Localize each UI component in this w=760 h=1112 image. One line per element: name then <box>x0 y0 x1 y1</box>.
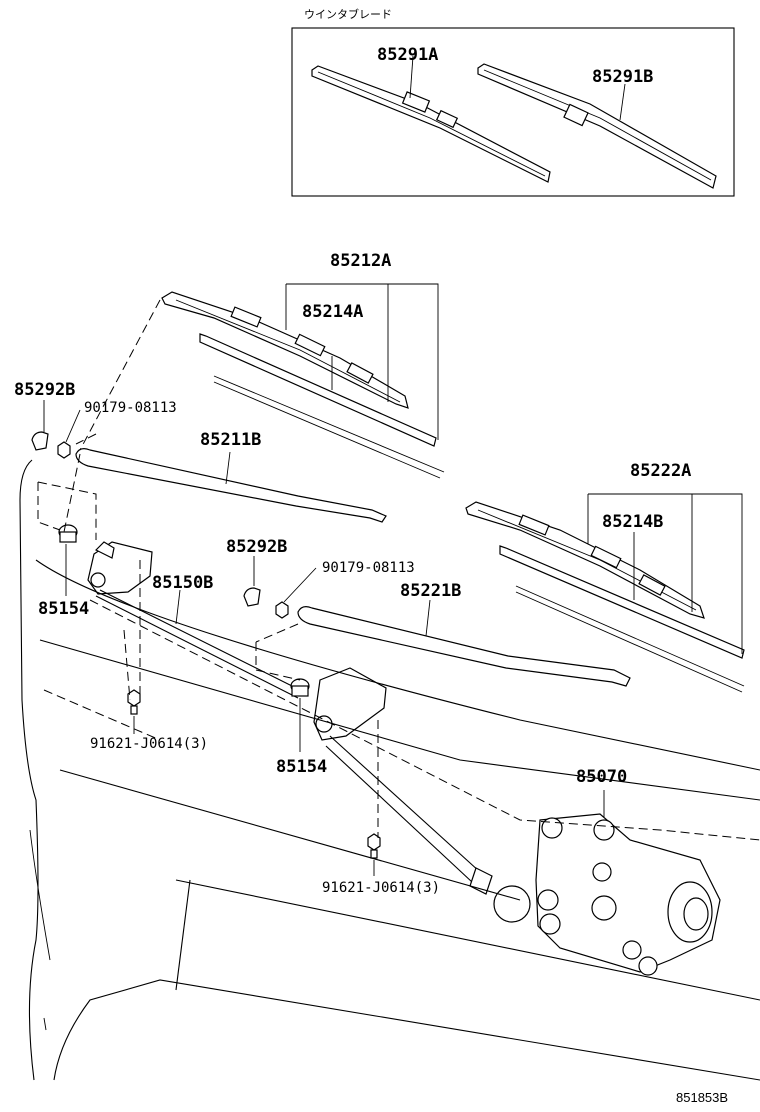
label-85154-left: 85154 <box>38 599 89 619</box>
nut-right <box>275 567 317 619</box>
label-85211b: 85211B <box>200 430 261 450</box>
wiper-motor <box>493 790 721 976</box>
wiper-blade-assy-b <box>465 501 745 693</box>
label-90179-right: 90179-08113 <box>322 560 415 576</box>
leader-85212a <box>285 283 439 440</box>
phantom-lines <box>37 299 760 841</box>
cap-right <box>243 556 261 607</box>
label-85292b-right: 85292B <box>226 537 287 557</box>
inset-blade-b <box>477 63 717 189</box>
wiper-arm-left <box>75 448 387 523</box>
nut-left <box>57 409 81 459</box>
label-85154-right: 85154 <box>276 757 327 777</box>
label-85222a: 85222A <box>630 461 691 481</box>
cap-left <box>31 400 49 451</box>
label-85291b: 85291B <box>592 67 653 87</box>
bolt-left <box>127 689 141 734</box>
pivot-left <box>58 524 78 596</box>
label-91621-right: 91621-J0614(3) <box>322 880 440 896</box>
label-85221b: 85221B <box>400 581 461 601</box>
inset-wiper-blade-box: ウインタブレード 85291A 85291B <box>291 7 735 197</box>
label-85070: 85070 <box>576 767 627 787</box>
wiper-arm-right <box>297 599 631 687</box>
label-85292b-left: 85292B <box>14 380 75 400</box>
vehicle-body-outline <box>19 459 760 1081</box>
bolt-right <box>367 833 381 876</box>
wiper-link-assy <box>87 541 493 895</box>
diagram-code: 851853B <box>676 1090 728 1105</box>
label-85291a: 85291A <box>377 45 438 65</box>
inset-blade-a <box>311 55 551 183</box>
pivot-right <box>290 678 310 752</box>
label-85214a: 85214A <box>302 302 363 322</box>
leader-85222a <box>587 493 743 654</box>
inset-frame <box>291 27 735 197</box>
label-91621-left: 91621-J0614(3) <box>90 736 208 752</box>
label-85214b: 85214B <box>602 512 663 532</box>
inset-title: ウインタブレード <box>304 7 392 21</box>
wiper-blade-assy-a <box>161 291 445 479</box>
label-85150b: 85150B <box>152 573 213 593</box>
label-90179-left: 90179-08113 <box>84 400 177 416</box>
label-85212a: 85212A <box>330 251 391 271</box>
